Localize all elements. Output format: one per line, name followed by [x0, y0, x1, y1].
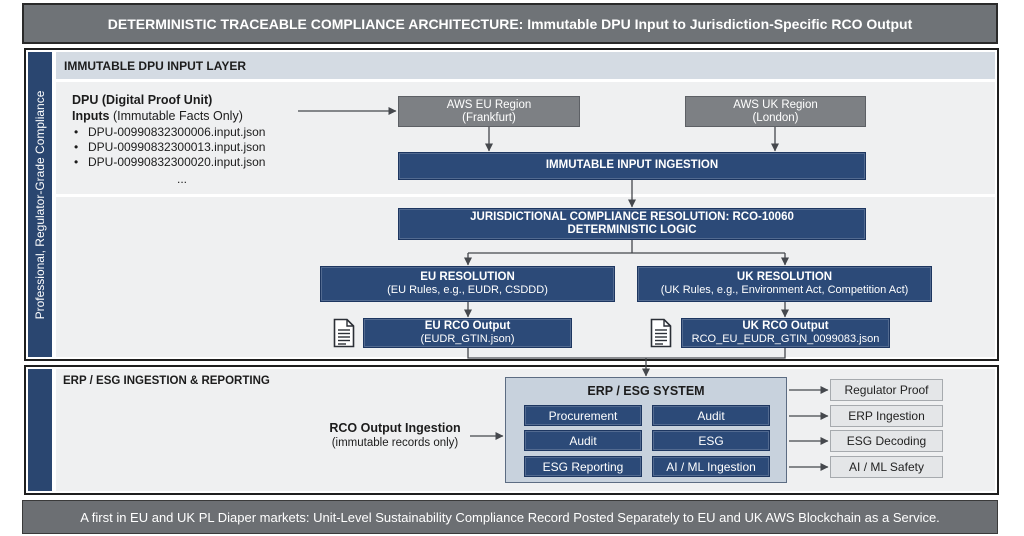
side-band-erp [28, 369, 52, 491]
immutable-input-ingestion-box: IMMUTABLE INPUT INGESTION [398, 152, 866, 180]
footer-banner: A first in EU and UK PL Diaper markets: … [22, 500, 998, 534]
dpu-file-item: DPU-00990832300006.input.json [72, 125, 292, 140]
inputs-label: Inputs [72, 109, 110, 123]
output-esg-decoding: ESG Decoding [830, 430, 943, 452]
module-ai-ml-ingestion: AI / ML Ingestion [652, 456, 770, 477]
uk-rco-output-file: RCO_EU_EUDR_GTIN_0099083.json [691, 333, 880, 346]
output-erp-ingestion: ERP Ingestion [830, 405, 943, 427]
module-audit: Audit [524, 430, 642, 451]
output-regulator-proof: Regulator Proof [830, 379, 943, 401]
module-esg: ESG [652, 430, 770, 451]
eu-rco-output-box: EU RCO Output (EUDR_GTIN.json) [363, 318, 572, 348]
rco-output-ingestion: RCO Output Ingestion (immutable records … [315, 420, 475, 450]
input-layer-header: IMMUTABLE DPU INPUT LAYER [56, 52, 995, 79]
aws-eu-region-location: (Frankfurt) [462, 111, 516, 124]
uk-resolution-title: UK RESOLUTION [736, 270, 833, 283]
uk-rco-output-box: UK RCO Output RCO_EU_EUDR_GTIN_0099083.j… [681, 318, 890, 348]
aws-uk-region-box: AWS UK Region (London) [685, 96, 866, 127]
diagram-title-bar: DETERMINISTIC TRACEABLE COMPLIANCE ARCHI… [22, 3, 998, 44]
side-label: Professional, Regulator-Grade Compliance [33, 90, 47, 319]
dpu-file-list: DPU-00990832300006.input.json DPU-009908… [72, 125, 292, 170]
diagram-title: DETERMINISTIC TRACEABLE COMPLIANCE ARCHI… [107, 15, 913, 32]
rco-output-ingestion-note: (immutable records only) [331, 437, 459, 449]
footer-text: A first in EU and UK PL Diaper markets: … [80, 509, 940, 525]
aws-eu-region-box: AWS EU Region (Frankfurt) [398, 96, 580, 127]
eu-resolution-title: EU RESOLUTION [420, 270, 515, 283]
eu-resolution-box: EU RESOLUTION (EU Rules, e.g., EUDR, CSD… [320, 266, 615, 302]
side-band-compliance: Professional, Regulator-Grade Compliance [28, 52, 52, 357]
inputs-note: (Immutable Facts Only) [112, 109, 243, 123]
module-audit: Audit [652, 405, 770, 426]
resolution-line1: JURISDICTIONAL COMPLIANCE RESOLUTION: RC… [470, 210, 794, 223]
erp-esg-system-box: ERP / ESG SYSTEM Procurement Audit Audit… [505, 377, 787, 483]
eu-resolution-rules: (EU Rules, e.g., EUDR, CSDDD) [387, 284, 548, 297]
aws-uk-region-name: AWS UK Region [733, 98, 818, 111]
ingestion-label: IMMUTABLE INPUT INGESTION [545, 159, 719, 172]
rco-output-ingestion-title: RCO Output Ingestion [329, 421, 461, 435]
dpu-description: DPU (Digital Proof Unit) Inputs (Immutab… [72, 92, 292, 170]
document-icon [333, 318, 355, 348]
jurisdictional-resolution-box: JURISDICTIONAL COMPLIANCE RESOLUTION: RC… [398, 208, 866, 240]
file-list-ellipsis: ... [177, 172, 188, 186]
module-procurement: Procurement [524, 405, 642, 426]
eu-rco-output-title: EU RCO Output [424, 319, 511, 332]
dpu-title: DPU (Digital Proof Unit) [72, 93, 213, 107]
dpu-file-item: DPU-00990832300020.input.json [72, 155, 292, 170]
resolution-line2: DETERMINISTIC LOGIC [567, 224, 697, 236]
aws-eu-region-name: AWS EU Region [446, 98, 532, 111]
erp-layer-heading: ERP / ESG INGESTION & REPORTING [63, 375, 270, 387]
input-layer-heading: IMMUTABLE DPU INPUT LAYER [64, 58, 247, 73]
module-esg-reporting: ESG Reporting [524, 456, 642, 477]
dpu-inputs-line: Inputs (Immutable Facts Only) [72, 108, 292, 124]
document-icon [650, 318, 672, 348]
eu-rco-output-file: (EUDR_GTIN.json) [420, 333, 515, 346]
uk-rco-output-title: UK RCO Output [742, 319, 829, 332]
output-ai-ml-safety: AI / ML Safety [830, 456, 943, 478]
uk-resolution-box: UK RESOLUTION (UK Rules, e.g., Environme… [637, 266, 932, 302]
aws-uk-region-location: (London) [752, 111, 799, 124]
erp-esg-system-title: ERP / ESG SYSTEM [587, 384, 705, 398]
dpu-file-item: DPU-00990832300013.input.json [72, 140, 292, 155]
uk-resolution-rules: (UK Rules, e.g., Environment Act, Compet… [660, 284, 909, 297]
